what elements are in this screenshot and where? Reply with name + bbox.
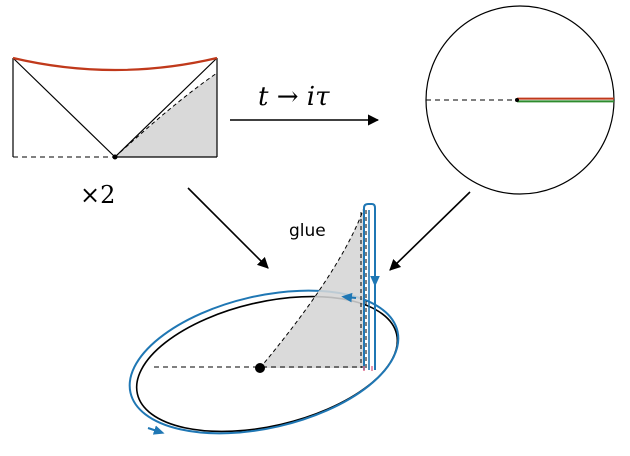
contour-vertical-blue (363, 203, 376, 370)
contour-ellipse-blue (128, 289, 400, 435)
contour-arrow-back (341, 292, 357, 303)
diagonal-left (12, 57, 116, 158)
euclidean-disk (425, 5, 615, 195)
disk-center-point (515, 98, 519, 102)
wedge-dashed-curve (114, 72, 218, 158)
contour-arrow-front (147, 425, 165, 435)
wick-rotation-label: t → iτ (258, 82, 330, 112)
euclidean-ellipse-black (135, 295, 399, 433)
bifurcation-point (112, 154, 118, 160)
glue-label: glue (289, 221, 326, 241)
glued-wedge-dashed-curve (259, 207, 365, 369)
glued-center-point (255, 363, 265, 373)
glued-geometry (128, 203, 400, 435)
multiplier-label: ×2 (80, 181, 115, 209)
shaded-wedge (115, 73, 217, 157)
singularity-curve-red (12, 56, 218, 72)
arrow-from-lorentzian (187, 187, 269, 269)
arrow-from-euclidean (389, 191, 471, 271)
diagonal-right (114, 57, 218, 158)
glued-wedge-overlay (260, 208, 364, 368)
lorentzian-diagram (12, 56, 218, 160)
